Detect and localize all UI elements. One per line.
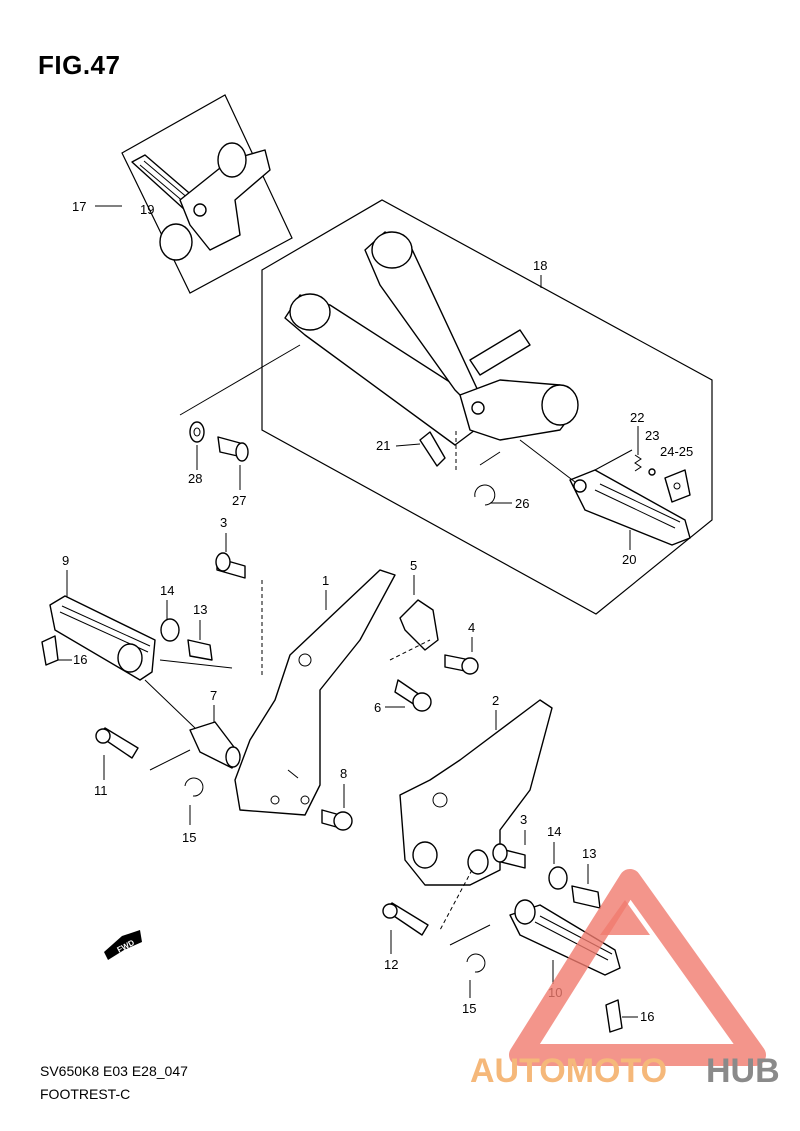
callout-28: 28 (188, 471, 202, 486)
bracket-18-illustration (284, 231, 579, 446)
pin-21 (419, 431, 446, 467)
callout-11: 11 (94, 783, 108, 798)
watermark-logo: AUTOMOTO HUB (470, 869, 780, 1090)
callout-9: 9 (62, 553, 69, 568)
e-clip-15-right (466, 953, 486, 973)
watermark-text-part1: AUTOMOTO (470, 1052, 667, 1090)
rubber-16-left (41, 635, 59, 666)
rubber-16-right (605, 999, 623, 1033)
callout-24-25: 24-25 (660, 444, 693, 459)
callout-23: 23 (645, 428, 659, 443)
callout-7: 7 (210, 688, 217, 703)
callout-17: 17 (72, 199, 86, 214)
ball-13-right (571, 885, 601, 909)
callout-27: 27 (232, 493, 246, 508)
callout-12: 12 (384, 957, 398, 972)
callout-1: 1 (322, 573, 329, 588)
callout-8: 8 (340, 766, 347, 781)
footrest-9-illustration (49, 595, 156, 681)
model-code: SV650K8 E03 E28_047 (40, 1063, 188, 1079)
callout-13-left: 13 (193, 602, 207, 617)
spring-22 (634, 454, 642, 472)
callout-20: 20 (622, 552, 636, 567)
callout-2: 2 (492, 693, 499, 708)
callout-26: 26 (515, 496, 529, 511)
footrest-20-illustration (569, 469, 691, 546)
spring-14-right (548, 866, 568, 890)
callout-18: 18 (533, 258, 547, 273)
section-name: FOOTREST-C (40, 1086, 131, 1102)
washer-28 (189, 421, 205, 443)
assembly-18-frame (261, 199, 713, 615)
bracket-24-25-illustration (664, 469, 691, 503)
callout-15-right: 15 (462, 1001, 476, 1016)
bracket-2-illustration (399, 699, 553, 886)
watermark-text-part2: HUB (706, 1052, 780, 1090)
callout-5: 5 (410, 558, 417, 573)
bracket-1-illustration (234, 569, 396, 816)
callout-13-right: 13 (582, 846, 596, 861)
callout-21: 21 (376, 438, 390, 453)
callout-4: 4 (468, 620, 475, 635)
e-clip-15-left (184, 777, 204, 797)
footrest-17-illustration (131, 142, 271, 261)
spring-14-left (160, 618, 180, 642)
callout-3-upper: 3 (220, 515, 227, 530)
ball-13-left (187, 639, 213, 661)
fwd-arrow-icon: FWD (104, 930, 142, 960)
figure-title: FIG.47 (38, 50, 121, 80)
callout-16-left: 16 (73, 652, 87, 667)
callout-14-left: 14 (160, 583, 174, 598)
stopper-5 (399, 599, 439, 651)
callout-3-lower: 3 (520, 812, 527, 827)
callout-19: 19 (140, 202, 154, 217)
callout-6: 6 (374, 700, 381, 715)
callout-16-right: 16 (640, 1009, 654, 1024)
e-clip-26 (474, 484, 496, 506)
callout-14-right: 14 (547, 824, 561, 839)
callout-22: 22 (630, 410, 644, 425)
callout-15-left: 15 (182, 830, 196, 845)
